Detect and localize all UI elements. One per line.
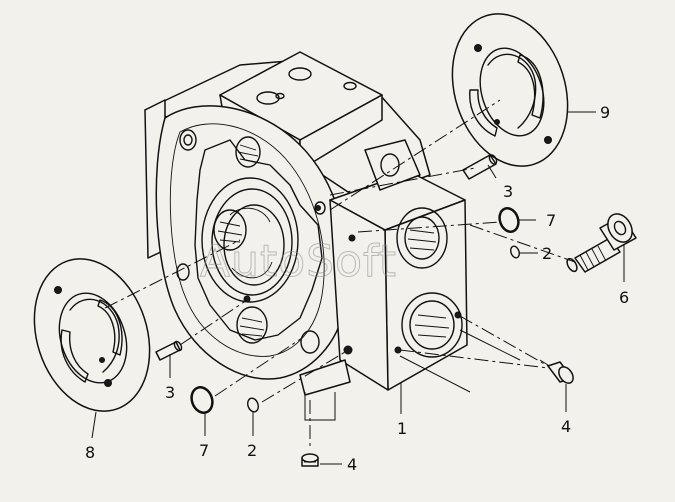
callout-7-lower: 7 [199,441,209,460]
callout-2-lower: 2 [247,441,257,460]
small-o-ring-lower [247,397,259,413]
leader-lines [91,111,625,465]
callout-2-upper: 2 [542,244,552,263]
assembly-center-lines [104,99,576,450]
valve-plate-9 [451,13,569,167]
watermark: AutoSoft [200,236,397,287]
dowel-pin-upper [462,154,498,180]
callout-4-bottom: 4 [347,455,357,474]
callout-3-upper: 3 [503,182,513,201]
valve-plate-8 [33,258,151,412]
callout-6: 6 [619,288,629,307]
pump-housing [144,51,468,396]
screw-4-right [539,359,574,384]
o-ring-upper [498,207,520,233]
screw-4-bottom [301,453,319,467]
cap-screw-6 [566,213,637,273]
callout-1: 1 [397,419,407,438]
callout-8: 8 [85,443,95,462]
o-ring-lower [190,386,214,414]
callout-4-right: 4 [561,417,571,436]
callout-7-upper: 7 [546,211,556,230]
callout-9: 9 [600,103,610,122]
callout-3-lower: 3 [165,383,175,402]
small-o-ring-upper [510,245,520,259]
